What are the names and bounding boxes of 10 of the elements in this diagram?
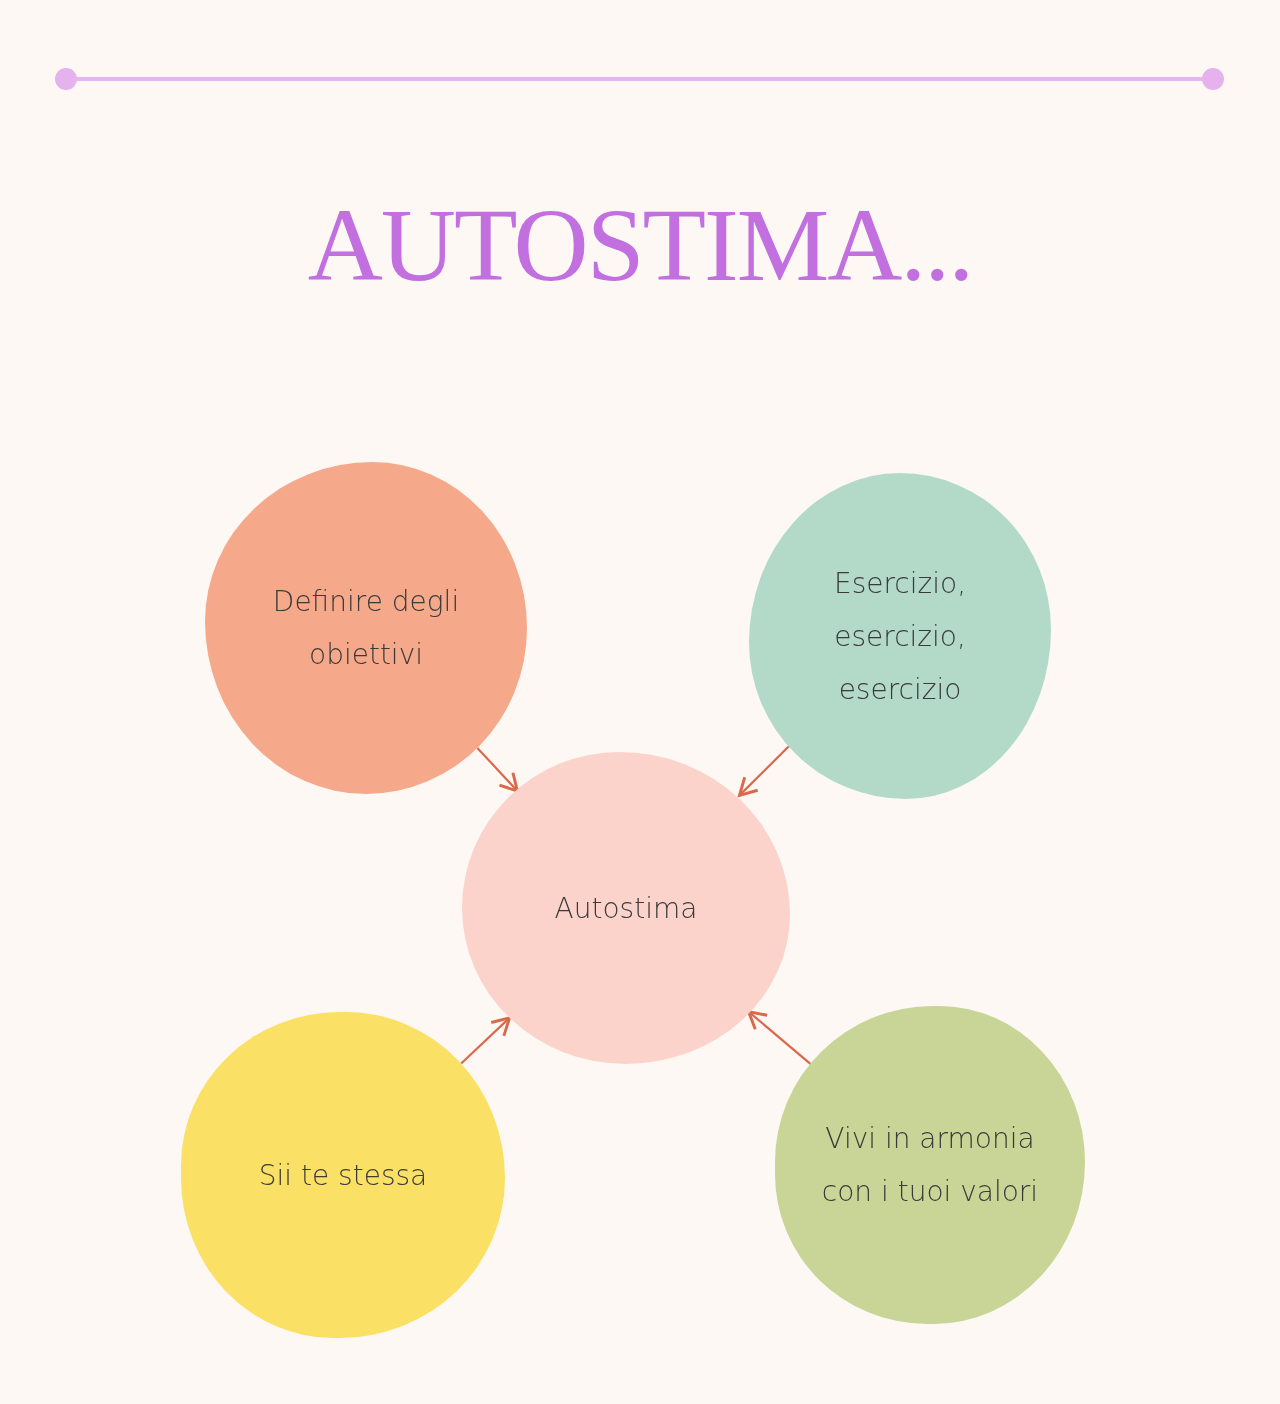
node-label: Esercizio, esercizio, esercizio: [832, 565, 968, 708]
arrow: [747, 1010, 812, 1065]
node-label: Definire degli obiettivi: [271, 584, 461, 673]
arrow: [460, 1016, 512, 1065]
arrow: [738, 745, 790, 797]
title: AUTOSTIMA...: [307, 188, 973, 303]
arrow: [476, 747, 519, 793]
node-label: Vivi in armonia con i tuoi valori: [820, 1121, 1040, 1210]
node-label: Autostima: [553, 890, 699, 927]
node-label: Sii te stessa: [257, 1157, 429, 1194]
